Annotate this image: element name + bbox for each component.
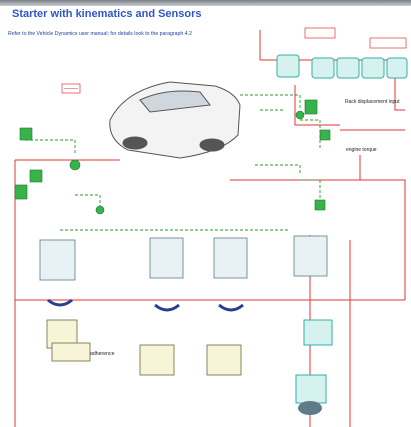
- mechanical-links: [25, 94, 321, 231]
- adherence-label: adherence: [90, 351, 115, 357]
- diagram-title: Starter with kinematics and Sensors: [12, 8, 202, 20]
- wheel-module-1[interactable]: [39, 239, 76, 307]
- rack-displacement-label: Rack displacement input: [345, 99, 400, 105]
- road-blocks[interactable]: [46, 319, 242, 376]
- engine-torque-label: engine torque: [346, 147, 377, 153]
- kinematic-blocks[interactable]: [14, 99, 331, 215]
- window-top-bar: [0, 0, 411, 6]
- config-block[interactable]: [61, 83, 81, 94]
- steering-chain[interactable]: [295, 319, 333, 415]
- diagram-subtitle: Refer to the Vehicle Dynamics user manua…: [8, 31, 192, 37]
- sensor-display-cluster[interactable]: [276, 27, 408, 79]
- wheel-module-4[interactable]: [293, 235, 328, 277]
- wheel-module-2[interactable]: [149, 237, 184, 312]
- wheel-module-3[interactable]: [213, 237, 248, 312]
- vehicle-body[interactable]: [109, 81, 241, 159]
